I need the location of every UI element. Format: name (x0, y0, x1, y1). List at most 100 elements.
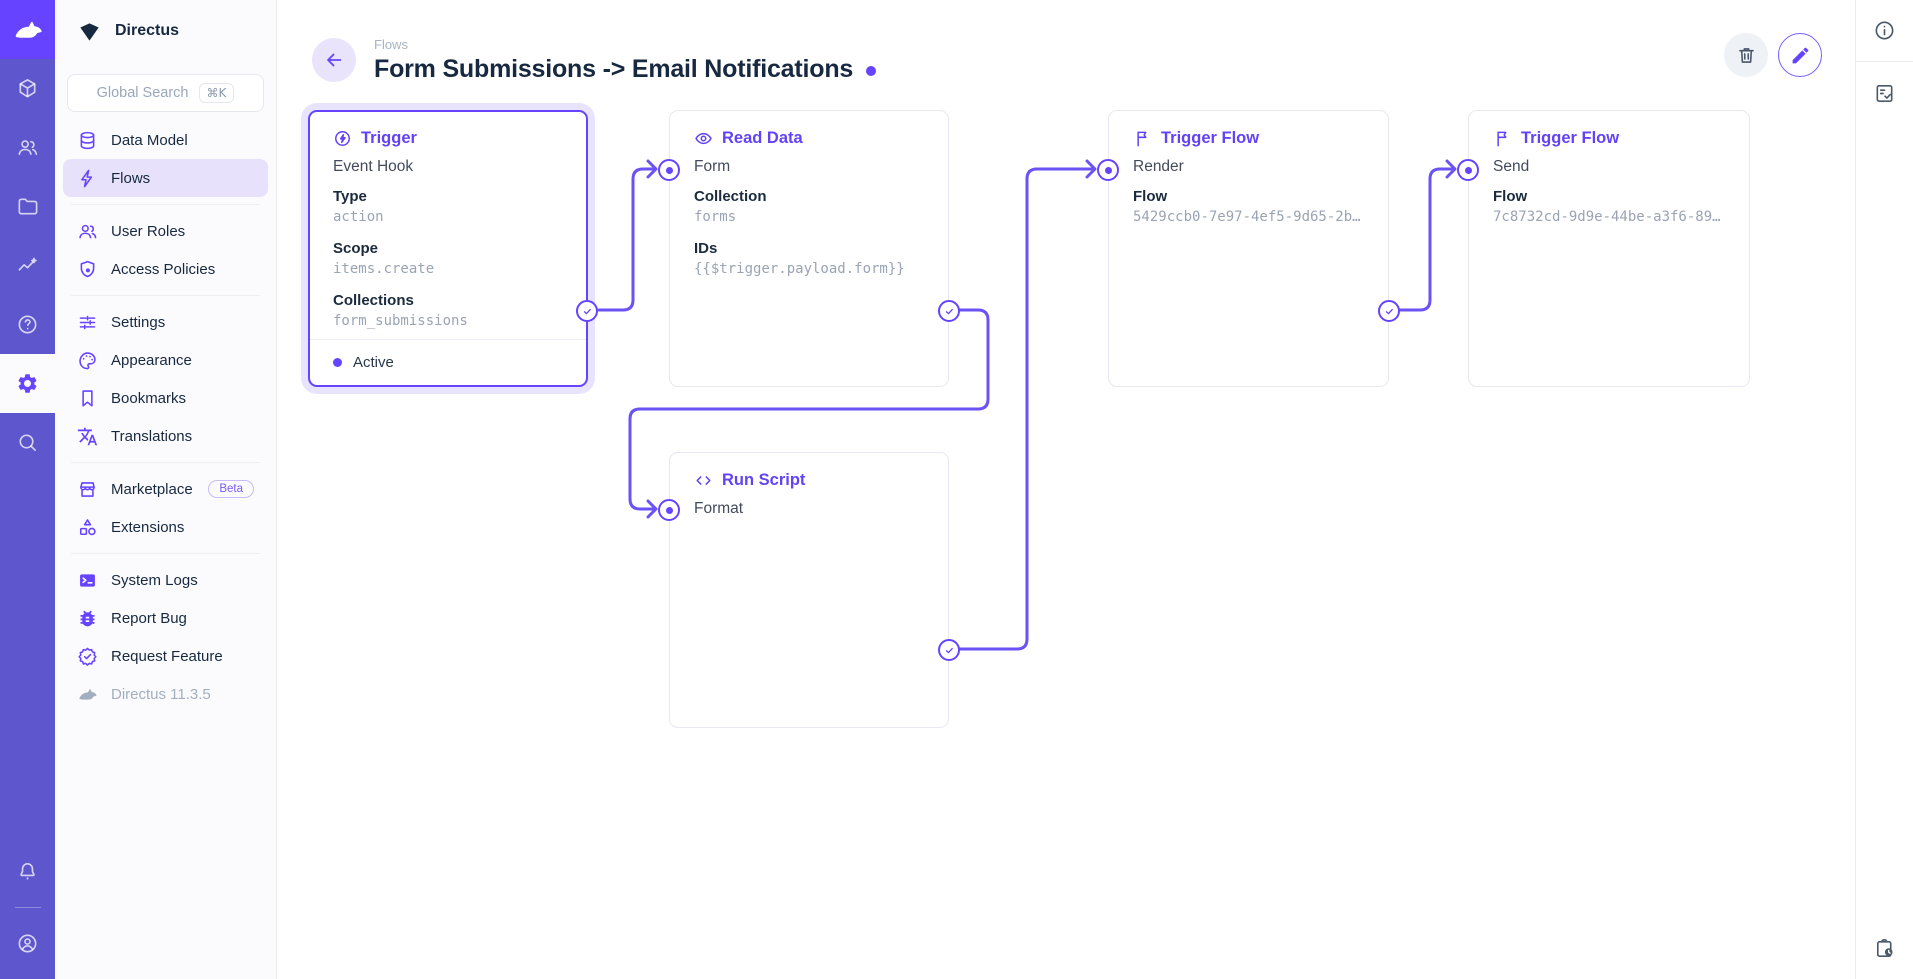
sidebar-item-flows[interactable]: Flows (63, 159, 268, 197)
check-icon (1385, 308, 1393, 314)
divider (14, 907, 41, 908)
resolve-port[interactable] (938, 300, 960, 322)
bell-icon (20, 863, 35, 880)
back-button[interactable] (312, 38, 356, 82)
database-icon (77, 130, 98, 151)
notifications-button[interactable] (0, 842, 55, 901)
flow-card-read-data[interactable]: Read Data Form Collection forms IDs {{$t… (658, 110, 960, 387)
translate-icon (77, 426, 98, 447)
module-bar-spacer (0, 472, 55, 842)
sidebar-item-system-logs[interactable]: System Logs (63, 561, 268, 599)
divider (71, 204, 260, 205)
breadcrumb[interactable]: Flows (374, 36, 408, 52)
trigger-status: Active (310, 339, 586, 385)
sidebar-item-report-bug[interactable]: Report Bug (63, 599, 268, 637)
account-circle-icon (18, 934, 37, 953)
operation-name: Event Hook (333, 158, 414, 175)
bolt-icon (77, 168, 98, 189)
input-port[interactable] (1097, 159, 1119, 181)
title-block: Flows Form Submissions -> Email Notifica… (374, 36, 877, 84)
help-icon (18, 315, 37, 334)
extensions-icon (77, 517, 98, 538)
arrow-left-icon (327, 53, 342, 67)
input-port[interactable] (658, 499, 680, 521)
module-users[interactable] (0, 118, 55, 177)
terminal-icon (77, 570, 98, 591)
user-roles-icon (77, 221, 98, 242)
connection-line (597, 167, 656, 312)
sidebar-item-extensions[interactable]: Extensions (63, 508, 268, 546)
shield-lock-icon (77, 259, 98, 280)
sidebar-item-access-policies[interactable]: Access Policies (63, 250, 268, 288)
sidebar-item-version[interactable]: Directus 11.3.5 (63, 675, 268, 713)
global-search-input[interactable]: Global Search ⌘K (67, 74, 264, 112)
arrowhead (646, 499, 658, 519)
input-port[interactable] (658, 159, 680, 181)
resolve-port[interactable] (576, 300, 598, 322)
right-sidebar (1855, 0, 1913, 979)
flow-card-trigger[interactable]: Trigger Event Hook Type action Scope ite… (308, 110, 598, 387)
users-icon (18, 140, 38, 156)
module-content[interactable] (0, 59, 55, 118)
arrowhead (1445, 159, 1457, 179)
sidebar-item-translations[interactable]: Translations (63, 417, 268, 455)
module-bar-bottom (0, 842, 55, 979)
sidebar-item-marketplace[interactable]: Marketplace Beta (63, 470, 268, 508)
info-sidebar-button[interactable] (1856, 0, 1913, 62)
sidebar-nav-list: Data Model Flows User Roles Access Polic… (55, 112, 276, 713)
search-placeholder: Global Search (96, 85, 189, 101)
tune-icon (77, 312, 98, 333)
connection-line (957, 167, 1095, 651)
edit-flow-button[interactable] (1778, 33, 1822, 77)
flag-icon (1493, 129, 1512, 148)
card-type-label: Trigger Flow (1161, 129, 1260, 147)
insights-icon (18, 257, 37, 271)
beta-badge: Beta (208, 480, 254, 498)
module-docs[interactable] (0, 295, 55, 354)
search-icon (19, 434, 36, 451)
operation-name: Render (1133, 158, 1184, 175)
sidebar-item-request-feature[interactable]: Request Feature (63, 637, 268, 675)
header-actions (1724, 33, 1822, 77)
module-files[interactable] (0, 177, 55, 236)
folder-icon (18, 198, 38, 215)
flow-editor-main: Flows Form Submissions -> Email Notifica… (277, 0, 1855, 979)
sidebar-item-data-model[interactable]: Data Model (63, 121, 268, 159)
sidebar-item-appearance[interactable]: Appearance (63, 341, 268, 379)
flow-detail-sidebar-button[interactable] (1856, 62, 1913, 124)
revisions-button[interactable] (1856, 917, 1913, 979)
rabbit-icon (77, 684, 98, 705)
flow-status-dot (866, 65, 877, 76)
directus-logo[interactable] (0, 0, 55, 59)
divider (71, 553, 260, 554)
module-bar (0, 0, 55, 979)
sidebar-item-settings[interactable]: Settings (63, 303, 268, 341)
project-name: Directus (115, 22, 180, 39)
operation-name: Form (694, 158, 731, 175)
eye-icon (694, 129, 713, 148)
check-icon (945, 308, 953, 314)
resolve-port[interactable] (1378, 300, 1400, 322)
input-port[interactable] (1457, 159, 1479, 181)
bolt-circle-icon (333, 129, 352, 148)
doc-check-icon (1876, 84, 1893, 102)
sidebar-item-user-roles[interactable]: User Roles (63, 212, 268, 250)
flow-card-trigger-flow-render[interactable]: Trigger Flow Render Flow 5429ccb0-7e97-4… (1097, 110, 1400, 387)
project-header[interactable]: Directus (55, 0, 276, 62)
module-global-search[interactable] (0, 413, 55, 472)
flag-icon (1133, 129, 1152, 148)
connection-line (1398, 167, 1455, 312)
flow-card-trigger-flow-send[interactable]: Trigger Flow Send Flow 7c8732cd-9d9e-44b… (1457, 110, 1750, 387)
sidebar-item-bookmarks[interactable]: Bookmarks (63, 379, 268, 417)
resolve-port[interactable] (938, 639, 960, 661)
module-insights[interactable] (0, 236, 55, 295)
flow-card-run-script[interactable]: Run Script Format (658, 452, 960, 728)
search-shortcut-badge: ⌘K (198, 83, 235, 103)
check-icon (945, 647, 953, 653)
check-icon (583, 308, 591, 314)
module-settings[interactable] (0, 354, 55, 413)
delete-flow-button[interactable] (1724, 33, 1768, 77)
account-button[interactable] (0, 914, 55, 973)
verified-icon (77, 646, 98, 667)
